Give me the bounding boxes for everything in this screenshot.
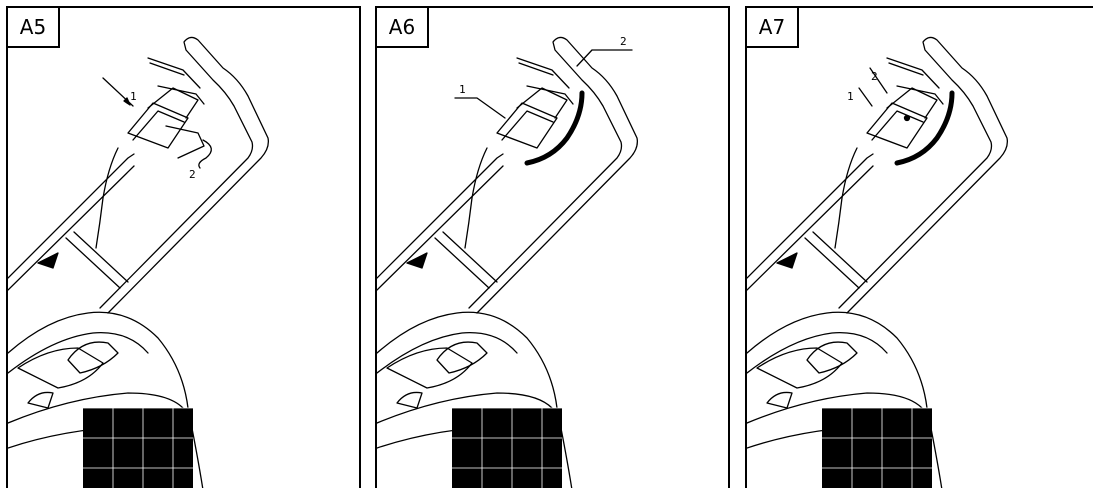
mower-handle-drawing: 1 2 [8, 36, 269, 488]
step-label: A5 [8, 8, 60, 48]
mower-handle-drawing: 1 2 [377, 35, 638, 488]
callout-1: 1 [130, 90, 137, 103]
callout-2: 2 [189, 168, 196, 181]
panel-a6: A6 1 2 [375, 6, 730, 488]
panel-a7: A7 1 2 [745, 6, 1093, 488]
panel-a5: A5 [6, 6, 361, 488]
callout-2: 2 [620, 35, 627, 48]
step-label: A6 [377, 8, 429, 48]
callout-2: 2 [871, 70, 878, 83]
callout-1: 1 [847, 90, 854, 103]
step-label: A7 [747, 8, 799, 48]
callout-1: 1 [459, 83, 466, 96]
mower-handle-drawing: 1 2 [747, 36, 1008, 488]
